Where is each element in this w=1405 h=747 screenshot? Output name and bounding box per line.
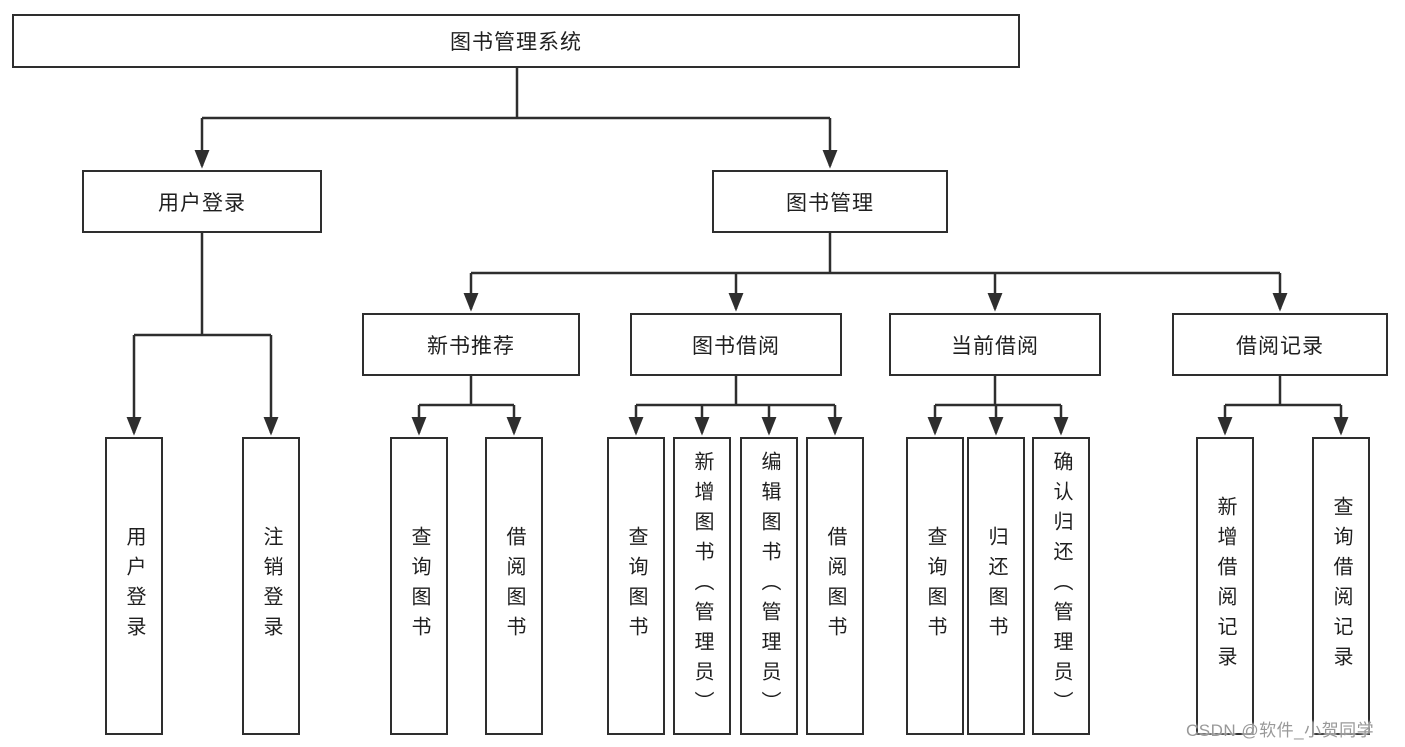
node-label: 图书管理系统 <box>450 31 582 54</box>
leaf-user-login: 用户登录 <box>105 437 163 735</box>
leaf-label: 用户登录 <box>123 526 145 646</box>
node-root-system: 图书管理系统 <box>12 14 1020 68</box>
leaf-label: 借阅图书 <box>503 526 525 646</box>
node-label: 新书推荐 <box>427 334 515 358</box>
node-label: 图书借阅 <box>692 334 780 358</box>
leaf-label: 确认归还（管理员） <box>1050 451 1072 721</box>
csdn-watermark: CSDN @软件_小贺同学 <box>1186 721 1375 740</box>
leaf-borrow-book: 借阅图书 <box>806 437 864 735</box>
leaf-borrow-book-recommend: 借阅图书 <box>485 437 543 735</box>
leaf-query-book-recommend: 查询图书 <box>390 437 448 735</box>
leaf-label: 新增借阅记录 <box>1214 496 1236 676</box>
node-current-borrow: 当前借阅 <box>889 313 1101 376</box>
leaf-label: 查询图书 <box>924 526 946 646</box>
node-label: 用户登录 <box>158 191 246 215</box>
leaf-add-book-admin: 新增图书（管理员） <box>673 437 731 735</box>
leaf-query-borrow-record: 查询借阅记录 <box>1312 437 1370 735</box>
node-label: 图书管理 <box>786 191 874 215</box>
leaf-add-borrow-record: 新增借阅记录 <box>1196 437 1254 735</box>
leaf-label: 新增图书（管理员） <box>691 451 713 721</box>
leaf-label: 查询图书 <box>625 526 647 646</box>
node-book-borrow: 图书借阅 <box>630 313 842 376</box>
node-borrow-records: 借阅记录 <box>1172 313 1388 376</box>
leaf-return-book: 归还图书 <box>967 437 1025 735</box>
leaf-edit-book-admin: 编辑图书（管理员） <box>740 437 798 735</box>
node-new-book-recommend: 新书推荐 <box>362 313 580 376</box>
leaf-label: 编辑图书（管理员） <box>758 451 780 721</box>
node-label: 当前借阅 <box>951 334 1039 358</box>
leaf-query-book-borrow: 查询图书 <box>607 437 665 735</box>
leaf-query-book-current: 查询图书 <box>906 437 964 735</box>
leaf-label: 注销登录 <box>260 526 282 646</box>
node-label: 借阅记录 <box>1236 334 1324 358</box>
leaf-label: 查询图书 <box>408 526 430 646</box>
leaf-label: 归还图书 <box>985 526 1007 646</box>
leaf-label: 查询借阅记录 <box>1330 496 1352 676</box>
leaf-logout: 注销登录 <box>242 437 300 735</box>
leaf-label: 借阅图书 <box>824 526 846 646</box>
leaf-confirm-return-admin: 确认归还（管理员） <box>1032 437 1090 735</box>
node-book-management-module: 图书管理 <box>712 170 948 233</box>
node-user-login-module: 用户登录 <box>82 170 322 233</box>
